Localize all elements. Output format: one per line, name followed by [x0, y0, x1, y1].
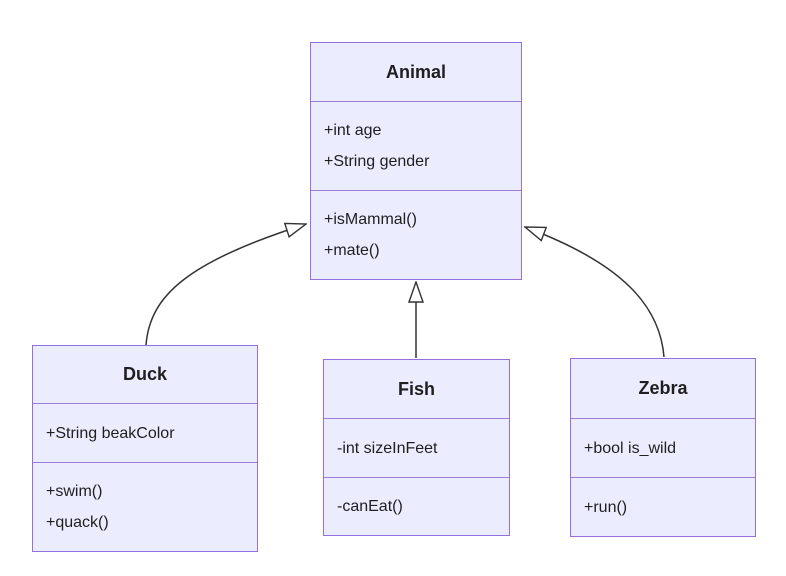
class-name: Animal: [385, 61, 446, 82]
class-name: Duck: [122, 364, 167, 384]
class-attribute: -int sizeInFeet: [337, 439, 438, 457]
class-box-duck: Duck +String beakColor +swim() +quack(): [32, 345, 258, 552]
class-method: +mate(): [324, 242, 380, 259]
methods-section: -canEat(): [324, 477, 509, 535]
class-box-fish: Fish -int sizeInFeet -canEat(): [323, 359, 510, 536]
class-name: Zebra: [638, 378, 688, 398]
class-box-zebra: Zebra +bool is_wild +run(): [570, 358, 756, 537]
class-method: +quack(): [46, 514, 109, 531]
class-attribute: +String beakColor: [46, 424, 175, 442]
class-attribute: +int age: [324, 122, 382, 139]
class-method: +swim(): [46, 483, 103, 500]
class-box-animal: Animal +int age +String gender +isMammal…: [310, 42, 522, 280]
methods-section: +run(): [571, 477, 755, 536]
class-attribute: +String gender: [324, 153, 430, 170]
attributes-section: +bool is_wild: [571, 418, 755, 477]
class-name: Fish: [397, 378, 435, 399]
attributes-section: +String beakColor: [33, 403, 257, 462]
class-method: +isMammal(): [324, 211, 417, 228]
methods-section: +isMammal() +mate(): [311, 190, 521, 279]
class-attribute: +bool is_wild: [584, 439, 677, 457]
inheritance-arrow-zebra-animal: [525, 227, 665, 358]
class-method: -canEat(): [337, 498, 403, 515]
attributes-section: +int age +String gender: [311, 101, 521, 190]
class-method: +run(): [584, 498, 628, 516]
methods-section: +swim() +quack(): [33, 462, 257, 551]
attributes-section: -int sizeInFeet: [324, 418, 509, 477]
inheritance-arrow-duck-animal: [145, 224, 306, 346]
